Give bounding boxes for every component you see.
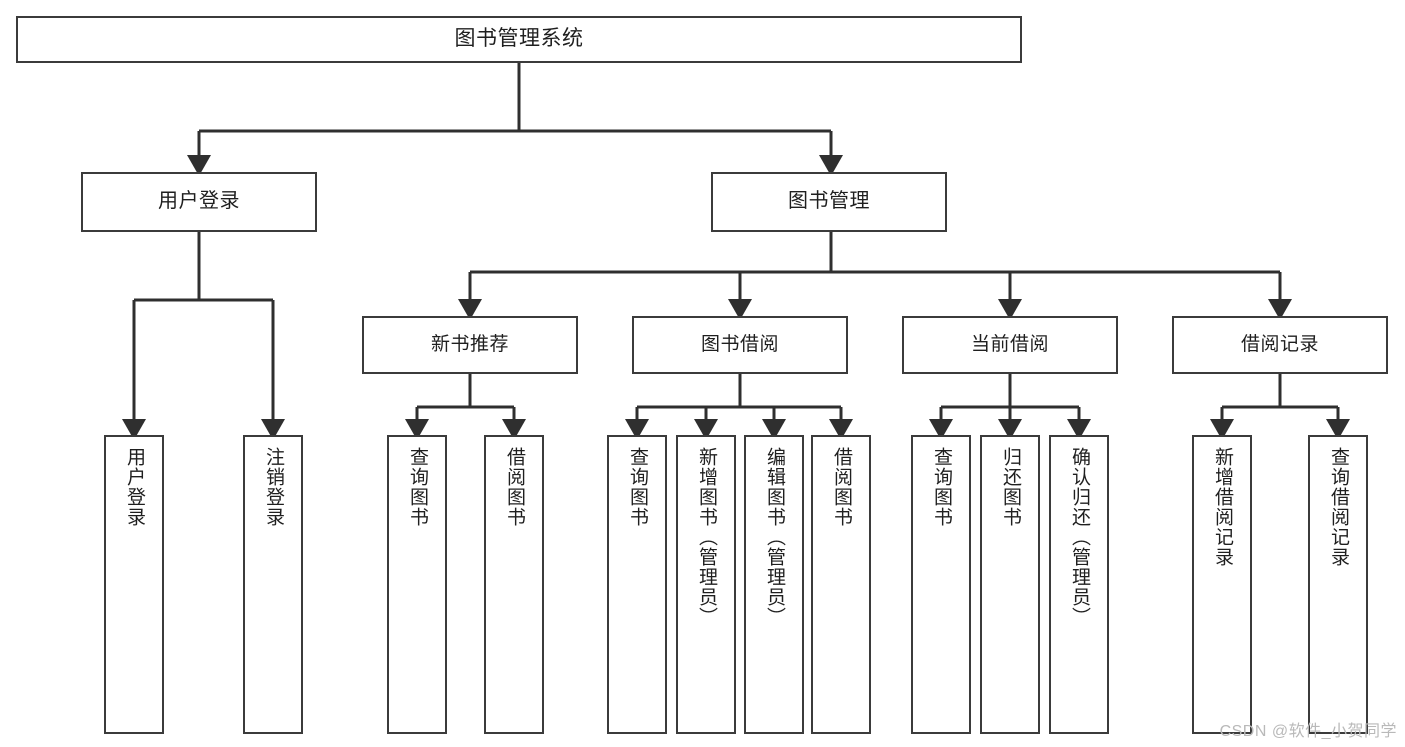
node-leaf-logout-login-label: 注销登录 bbox=[263, 447, 285, 527]
node-leaf-query-book-3[interactable]: 查询图书 bbox=[911, 435, 971, 734]
node-book-management-label: 图书管理 bbox=[788, 190, 870, 213]
node-leaf-add-borrow-record[interactable]: 新增借阅记录 bbox=[1192, 435, 1252, 734]
node-leaf-edit-book-admin[interactable]: 编辑图书（管理员） bbox=[744, 435, 804, 734]
node-borrow-record[interactable]: 借阅记录 bbox=[1172, 316, 1388, 374]
node-leaf-add-book-admin-label: 新增图书（管理员） bbox=[696, 447, 718, 627]
node-current-borrow[interactable]: 当前借阅 bbox=[902, 316, 1118, 374]
node-book-management[interactable]: 图书管理 bbox=[711, 172, 947, 232]
node-current-borrow-label: 当前借阅 bbox=[970, 333, 1049, 355]
node-leaf-query-book-1[interactable]: 查询图书 bbox=[387, 435, 447, 734]
node-book-borrow-label: 图书借阅 bbox=[700, 333, 779, 355]
node-root-label: 图书管理系统 bbox=[454, 27, 584, 51]
node-leaf-query-book-2-label: 查询图书 bbox=[627, 447, 649, 527]
node-leaf-confirm-return-admin-label: 确认归还（管理员） bbox=[1069, 447, 1091, 627]
node-leaf-query-book-2[interactable]: 查询图书 bbox=[607, 435, 667, 734]
node-leaf-add-borrow-record-label: 新增借阅记录 bbox=[1212, 447, 1234, 567]
node-leaf-query-borrow-record-label: 查询借阅记录 bbox=[1328, 447, 1350, 567]
node-leaf-query-borrow-record[interactable]: 查询借阅记录 bbox=[1308, 435, 1368, 734]
node-leaf-add-book-admin[interactable]: 新增图书（管理员） bbox=[676, 435, 736, 734]
node-new-book-recommend[interactable]: 新书推荐 bbox=[362, 316, 578, 374]
node-user-login-label: 用户登录 bbox=[158, 190, 240, 213]
node-leaf-edit-book-admin-label: 编辑图书（管理员） bbox=[764, 447, 786, 627]
node-user-login[interactable]: 用户登录 bbox=[81, 172, 317, 232]
node-leaf-confirm-return-admin[interactable]: 确认归还（管理员） bbox=[1049, 435, 1109, 734]
node-new-book-recommend-label: 新书推荐 bbox=[430, 333, 509, 355]
node-book-borrow[interactable]: 图书借阅 bbox=[632, 316, 848, 374]
node-borrow-record-label: 借阅记录 bbox=[1240, 333, 1319, 355]
node-leaf-borrow-book-1-label: 借阅图书 bbox=[504, 447, 526, 527]
node-leaf-user-login-label: 用户登录 bbox=[124, 447, 146, 527]
node-leaf-query-book-1-label: 查询图书 bbox=[407, 447, 429, 527]
node-leaf-user-login[interactable]: 用户登录 bbox=[104, 435, 164, 734]
node-leaf-borrow-book-2-label: 借阅图书 bbox=[831, 447, 853, 527]
node-leaf-logout-login[interactable]: 注销登录 bbox=[243, 435, 303, 734]
node-root[interactable]: 图书管理系统 bbox=[16, 16, 1022, 63]
node-leaf-query-book-3-label: 查询图书 bbox=[931, 447, 953, 527]
node-leaf-return-book[interactable]: 归还图书 bbox=[980, 435, 1040, 734]
node-leaf-borrow-book-2[interactable]: 借阅图书 bbox=[811, 435, 871, 734]
node-leaf-return-book-label: 归还图书 bbox=[1000, 447, 1022, 527]
watermark: CSDN @软件_小贺同学 bbox=[1219, 723, 1397, 740]
node-leaf-borrow-book-1[interactable]: 借阅图书 bbox=[484, 435, 544, 734]
